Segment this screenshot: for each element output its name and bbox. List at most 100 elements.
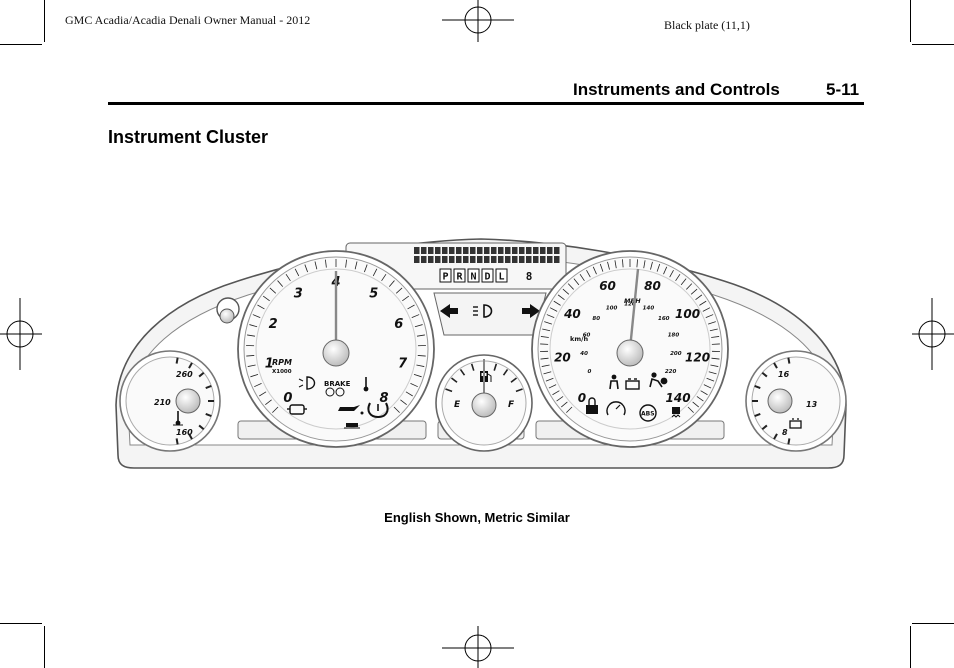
display-segment: [533, 256, 539, 263]
gauge-tick: [175, 438, 179, 445]
display-segment: [456, 247, 462, 254]
display-segment: [519, 256, 525, 263]
gauge-tick: [205, 413, 212, 417]
check-engine-icon: [287, 404, 307, 415]
temp-label-160: 160: [176, 428, 193, 437]
speed-needle: [628, 268, 640, 350]
kmh-number: 80: [592, 316, 600, 322]
gauge-tick: [410, 382, 418, 388]
gauge-tick: [395, 287, 403, 294]
tachometer: 012345678 RPM X1000 BRAKE: [237, 250, 435, 448]
speed-needle-hub: [616, 339, 644, 367]
gauge-tick: [663, 266, 668, 275]
gauge-tick: [690, 288, 698, 295]
gauge-tick: [675, 273, 681, 282]
gauge-tick: [246, 355, 255, 357]
tach-number: 7: [398, 356, 408, 371]
gauge-tick: [450, 377, 458, 383]
gauge-tick: [754, 413, 761, 417]
page-number: 5-11: [826, 80, 860, 99]
gauge-tick: [773, 433, 778, 440]
temp-needle-hub: [175, 388, 201, 414]
figure-caption: English Shown, Metric Similar: [384, 510, 570, 525]
crop-mark: [0, 44, 42, 45]
display-segment: [477, 247, 483, 254]
display-segment: [442, 256, 448, 263]
display-segment: [554, 256, 560, 263]
gauge-tick: [702, 307, 711, 312]
registration-mark-left: [0, 298, 42, 370]
gauge-tick: [705, 314, 714, 318]
display-segment: [498, 256, 504, 263]
gauge-tick: [614, 260, 617, 269]
kmh-number: 0: [587, 369, 591, 375]
mph-number: 20: [554, 351, 571, 365]
cruise-control-icon: [606, 401, 626, 416]
gauge-tick: [285, 273, 291, 282]
display-segment: [540, 247, 546, 254]
abs-label: ABS: [641, 411, 655, 418]
fog-lamp-icon: [298, 376, 316, 390]
trailer-icon: [344, 423, 360, 429]
gauge-tick: [706, 377, 715, 382]
gauge-tick: [761, 371, 768, 378]
gauge-tick: [417, 355, 426, 357]
registration-mark-top: [442, 0, 514, 42]
gauge-tick: [710, 364, 719, 367]
gear-number: 8: [526, 270, 533, 283]
gear-letter: D: [484, 272, 490, 283]
coolant-temp-icon: [173, 411, 183, 426]
tach-number: 0: [283, 391, 292, 406]
gauge-tick: [540, 336, 549, 338]
registration-mark-right: [912, 298, 954, 370]
header-rule: [108, 102, 864, 105]
gauge-tick: [249, 324, 258, 328]
display-segment: [435, 256, 441, 263]
gauge-tick: [314, 261, 318, 270]
kmh-number: 100: [606, 305, 618, 311]
gauge-tick: [552, 390, 560, 396]
gauge-tick: [544, 321, 552, 325]
gauge-tick: [247, 334, 256, 337]
display-segment: [533, 247, 539, 254]
kmh-number: 40: [580, 351, 588, 357]
gauge-tick: [405, 391, 413, 397]
gauge-tick: [416, 364, 425, 367]
gauge-tick: [579, 273, 585, 282]
volt-label-16: 16: [778, 370, 790, 379]
gauge-tick: [787, 357, 791, 364]
display-segment: [414, 256, 420, 263]
kmh-label: km/h: [570, 335, 588, 343]
gauge-tick: [545, 377, 554, 382]
gauge-tick: [708, 371, 717, 375]
gauge-tick: [557, 294, 565, 301]
gauge-tick: [636, 259, 638, 268]
display-segment: [463, 247, 469, 254]
gauge-tick: [470, 363, 475, 371]
gauge-tick: [393, 406, 400, 413]
gauge-tick: [541, 364, 550, 367]
gauge-tick: [599, 263, 604, 272]
gauge-tick: [542, 328, 551, 332]
gauge-tick: [543, 371, 552, 375]
display-segment: [428, 247, 434, 254]
voltmeter: 16 13 8: [745, 350, 847, 452]
display-segment: [491, 247, 497, 254]
gauge-tick: [372, 268, 378, 277]
seatbelt-icon: [609, 374, 619, 390]
gear-box: [467, 268, 480, 283]
crop-mark: [910, 626, 911, 668]
gauge-tick: [773, 362, 778, 369]
kmh-number: 160: [658, 316, 670, 322]
gauge-tick: [413, 373, 422, 378]
kmh-number: 120: [624, 302, 636, 308]
display-segment: [484, 247, 490, 254]
brake-warning-label: BRAKE: [324, 380, 351, 388]
gauge-tick: [381, 273, 387, 282]
gauge-tick: [696, 396, 704, 402]
gauge-tick: [272, 406, 279, 413]
display-segment: [491, 256, 497, 263]
display-segment: [505, 256, 511, 263]
crop-mark: [912, 44, 954, 45]
